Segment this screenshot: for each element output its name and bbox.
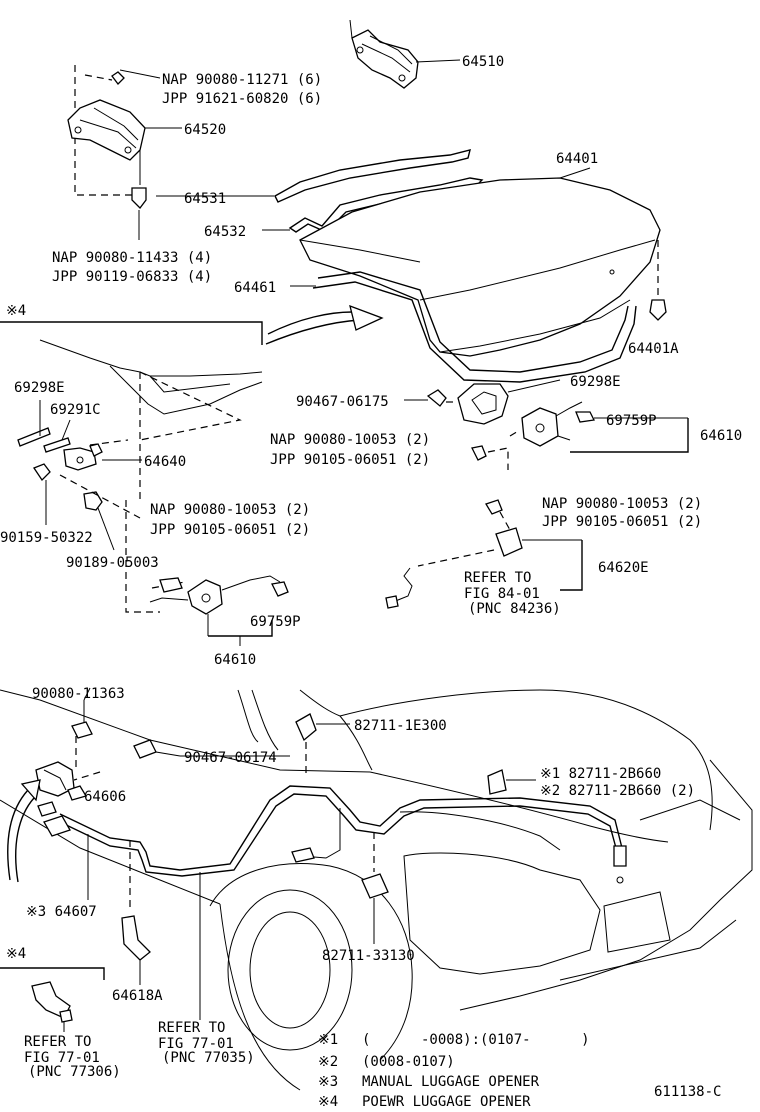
clips-82711-drawing [295,713,536,944]
label-64640: 64640 [144,454,186,470]
hinge-64520-drawing [67,65,182,240]
label-nap-90080-10053-c: NAP 90080-10053 (2) [542,496,702,512]
label-69291C: 69291C [50,402,101,418]
label-82711-1E300: 82711-1E300 [354,718,447,734]
label-jpp-90119-06833: JPP 90119-06833 (4) [52,269,212,285]
label-64620E: 64620E [598,560,649,576]
power-opener-detail-box [0,321,263,500]
label-69298E-left: 69298E [14,380,65,396]
legend-text-4: POEWR LUGGAGE OPENER [362,1094,531,1110]
lock-64610-left-drawing [125,500,289,646]
label-jpp-90105-06051-b: JPP 90105-06051 (2) [150,522,310,538]
label-nap-90080-10053-b: NAP 90080-10053 (2) [150,502,310,518]
left-small-parts [17,427,142,551]
label-jpp-90105-06051-a: JPP 90105-06051 (2) [270,452,430,468]
label-refer-84-line3: (PNC 84236) [468,601,561,617]
legend-text-3: MANUAL LUGGAGE OPENER [362,1074,540,1090]
label-90189-05003: 90189-05003 [66,555,159,571]
legend-text-1: ( -0008):(0107- ) [362,1032,590,1048]
legend-mark-4: ※4 [318,1094,338,1110]
label-mark4-bottom: ※4 [6,946,26,962]
label-mark1-82711-2B660: ※1 82711-2B660 [540,766,661,782]
legend: ※1 ( -0008):(0107- ) ※2 (0008-0107) ※3 M… [318,1032,590,1110]
label-90080-11363: 90080-11363 [32,686,125,702]
car-body-drawing [0,689,753,1091]
label-69759P-right: 69759P [606,413,657,429]
label-64618A: 64618A [112,988,163,1004]
label-refer-77035-line1: REFER TO [158,1020,225,1036]
label-refer-84-line2: FIG 84-01 [464,586,540,602]
label-jpp-90105-06051-c: JPP 90105-06051 (2) [542,514,702,530]
power-opener-actuator-box [0,967,105,1032]
label-nap-90080-11433: NAP 90080-11433 (4) [52,250,212,266]
label-90467-06174: 90467-06174 [184,750,277,766]
label-nap-90080-10053-a: NAP 90080-10053 (2) [270,432,430,448]
label-refer-77306-line2: FIG 77-01 [24,1050,100,1066]
label-mark2-82711-2B660: ※2 82711-2B660 (2) [540,783,695,799]
legend-mark-3: ※3 [318,1074,338,1090]
diagram-id: 611138-C [654,1084,721,1100]
label-refer-77035-line2: FIG 77-01 [158,1036,234,1052]
label-jpp-91621-60820: JPP 91621-60820 (6) [162,91,322,107]
label-64520: 64520 [184,122,226,138]
leader-lines [39,69,428,757]
label-64401: 64401 [556,151,598,167]
label-mark4-top: ※4 [6,303,26,319]
label-refer-77306-line3: (PNC 77306) [28,1064,121,1080]
label-refer-84-line1: REFER TO [464,570,531,586]
label-64610-left: 64610 [214,652,256,668]
label-mark3-64607: ※3 64607 [26,904,97,920]
opener-cable-drawing [59,785,627,1020]
legend-mark-1: ※1 [318,1032,338,1048]
legend-mark-2: ※2 [318,1054,338,1070]
legend-text-2: (0008-0107) [362,1054,455,1070]
label-90467-06175: 90467-06175 [296,394,389,410]
release-lever-64606-drawing [7,700,181,985]
label-64610-right: 64610 [700,428,742,444]
lock-64610-right-drawing [426,379,689,470]
label-64606: 64606 [84,789,126,805]
label-64461: 64461 [234,280,276,296]
label-nap-90080-11271: NAP 90080-11271 (6) [162,72,322,88]
label-69298E-right: 69298E [570,374,621,390]
label-64531: 64531 [184,191,226,207]
label-64510: 64510 [462,54,504,70]
weatherstrip-64461-drawing [290,271,637,383]
label-refer-77306-line1: REFER TO [24,1034,91,1050]
label-69759P-left: 69759P [250,614,301,630]
detail-arrow [265,304,384,345]
switch-64620E-drawing [385,499,583,609]
hinge-64510-drawing [349,19,461,89]
label-64401A: 64401A [628,341,679,357]
trunk-lid-64401-drawing [299,167,667,357]
label-64532: 64532 [204,224,246,240]
label-82711-33130: 82711-33130 [322,948,415,964]
label-refer-77035-line3: (PNC 77035) [162,1050,255,1066]
label-90159-50322: 90159-50322 [0,530,93,546]
